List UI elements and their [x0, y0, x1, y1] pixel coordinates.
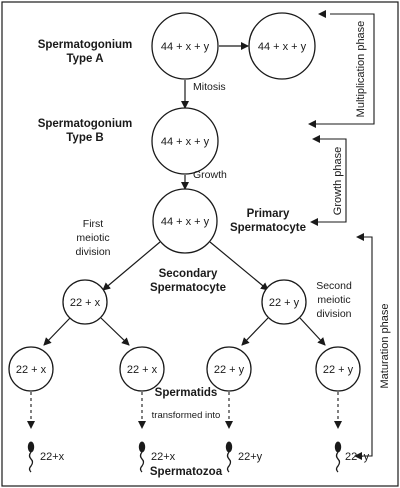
mitosis-label: Mitosis [193, 81, 226, 93]
second-meiotic-line1: Second [316, 280, 352, 292]
growth-bracket-arrow-top [312, 135, 320, 143]
transformed-into-label: transformed into [152, 410, 221, 421]
meiosis-two-arrow-3 [241, 317, 269, 346]
first-meiotic-line1: First [83, 218, 103, 230]
type-a-label-line2: Type A [66, 53, 103, 65]
spermatid-1-cell [8, 346, 54, 392]
meiosis-two-arrow-2 [100, 317, 130, 346]
secondary-spermatocyte-y-label: 22 + y [269, 297, 300, 309]
spermatid-3-cell [206, 346, 252, 392]
first-meiotic-line2: meiotic [76, 232, 109, 244]
spermatid-4-cell [315, 346, 361, 392]
secondary-spermatocyte-y-cell [261, 279, 307, 325]
type-b-label-line2: Type B [66, 132, 104, 144]
spermatogonium-a-cell [151, 12, 219, 80]
secondary-label-line1: Secondary [159, 268, 218, 280]
meiosis-one-left-arrow [102, 241, 161, 291]
second-meiotic-line2: meiotic [317, 294, 350, 306]
spermatid-3-label: 22 + y [214, 364, 245, 376]
spermatids-label: Spermatids [155, 387, 218, 399]
spermatogonium-b-cell [151, 107, 219, 175]
multiplication-phase-bracket [316, 13, 375, 125]
spermatogonium-b-cell-label: 44 + x + y [161, 136, 210, 148]
spermatid-2-cell [119, 346, 165, 392]
spermatogonium-a-copy-cell [248, 12, 316, 80]
type-b-label-line1: Spermatogonium [38, 118, 133, 130]
growth-phase-bracket [318, 138, 347, 223]
sperm-3-icon [225, 441, 233, 473]
secondary-spermatocyte-x-cell [62, 279, 108, 325]
sperm-2-icon [138, 441, 146, 473]
meiosis-two-arrow-4 [299, 317, 326, 346]
first-meiotic-line3: division [75, 246, 110, 258]
sperm-3-label: 22+y [238, 451, 263, 463]
multiplication-bracket-arrow-top [318, 10, 326, 18]
growth-phase-label: Growth phase [332, 147, 344, 215]
sperm-1-label: 22+x [40, 451, 65, 463]
spermatid-1-label: 22 + x [16, 364, 47, 376]
primary-label-line2: Spermatocyte [230, 222, 306, 234]
spermatozoa-label: Spermatozoa [150, 466, 223, 478]
primary-label-line1: Primary [247, 208, 290, 220]
type-a-label-line1: Spermatogonium [38, 39, 133, 51]
meiosis-two-arrow-1 [43, 317, 71, 346]
multiplication-bracket-arrow-bottom [308, 120, 316, 128]
growth-label: Growth [193, 169, 227, 181]
primary-spermatocyte-cell-label: 44 + x + y [161, 216, 210, 228]
second-meiotic-line3: division [316, 308, 351, 320]
meiosis-one-right-arrow [209, 241, 269, 291]
maturation-phase-label: Maturation phase [379, 304, 391, 389]
maturation-phase-bracket [362, 236, 373, 457]
spermatid-2-label: 22 + x [127, 364, 158, 376]
maturation-bracket-arrow-bottom [354, 452, 362, 460]
sperm-2-label: 22+x [151, 451, 176, 463]
spermatogonium-a-copy-cell-label: 44 + x + y [258, 41, 307, 53]
multiplication-phase-label: Multiplication phase [355, 21, 367, 118]
primary-spermatocyte-cell [152, 188, 218, 254]
spermatid-4-label: 22 + y [323, 364, 354, 376]
maturation-bracket-arrow-top [356, 233, 364, 241]
sperm-1-icon [27, 441, 35, 473]
spermatogonium-a-cell-label: 44 + x + y [161, 41, 210, 53]
growth-bracket-arrow-bottom [310, 218, 318, 226]
secondary-label-line2: Spermatocyte [150, 282, 226, 294]
sperm-4-icon [334, 441, 342, 473]
secondary-spermatocyte-x-label: 22 + x [70, 297, 101, 309]
